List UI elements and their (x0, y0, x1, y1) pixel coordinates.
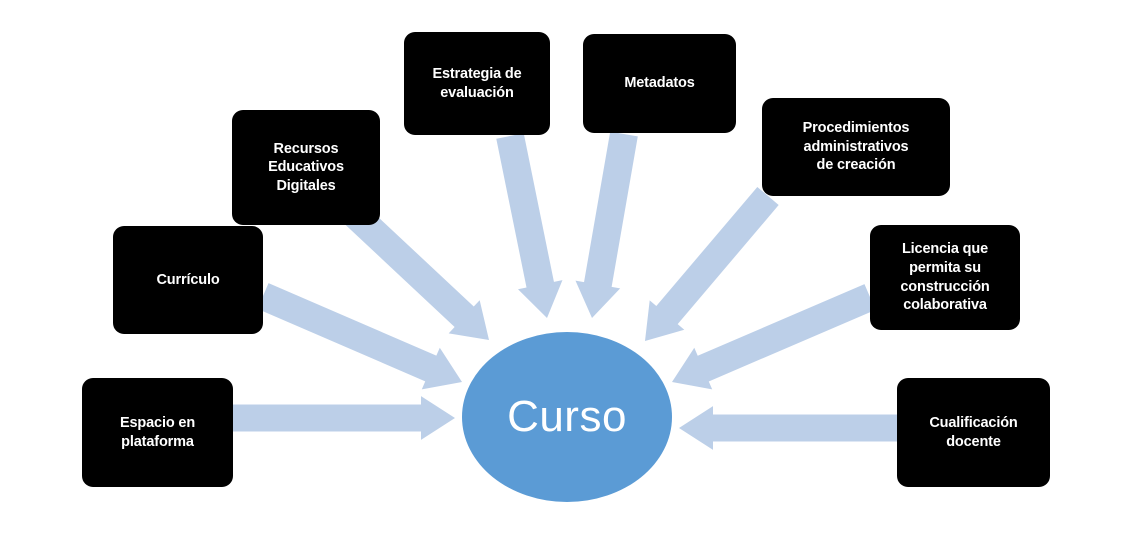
node-box-estrategia-de-evaluacion[interactable]: Estrategia de evaluación (404, 32, 550, 135)
node-box-label: Currículo (156, 271, 220, 288)
node-box-recursos-educativos-digitales[interactable]: Recursos Educativos Digitales (232, 110, 380, 225)
node-box-curriculo[interactable]: Currículo (113, 226, 263, 334)
node-box-label: Cualificación docente (929, 414, 1018, 450)
node-box-metadatos[interactable]: Metadatos (583, 34, 736, 133)
arrow-recursos-educativos-digitales (338, 197, 489, 340)
node-box-cualificacion-docente[interactable]: Cualificación docente (897, 378, 1050, 487)
arrow-estrategia-de-evaluacion (496, 133, 563, 318)
arrow-metadatos (575, 131, 638, 318)
arrow-procedimientos-administrativos-de-creacion (645, 186, 779, 341)
arrow-licencia-que-permita-su-construccion-colaborativa (672, 284, 876, 390)
center-node-label: Curso (507, 392, 627, 441)
arrow-cualificacion-docente (679, 406, 897, 450)
node-box-label: Licencia que permita su construcción col… (900, 241, 990, 314)
node-box-label: Estrategia de evaluación (432, 65, 522, 101)
node-box-procedimientos-administrativos-de-creacion[interactable]: Procedimientos administrativos de creaci… (762, 98, 950, 196)
node-box-licencia-que-permita-su-construccion-colaborativa[interactable]: Licencia que permita su construcción col… (870, 225, 1020, 330)
node-box-label: Metadatos (624, 75, 695, 92)
node-box-espacio-en-plataforma[interactable]: Espacio en plataforma (82, 378, 233, 487)
node-box-label: Espacio en plataforma (119, 414, 196, 450)
node-box-label: Recursos Educativos Digitales (268, 140, 344, 194)
arrow-espacio-en-plataforma (233, 396, 455, 440)
arrow-curriculo (257, 283, 462, 390)
center-node[interactable]: Curso (462, 332, 672, 502)
node-box-label: Procedimientos administrativos de creaci… (802, 120, 910, 174)
